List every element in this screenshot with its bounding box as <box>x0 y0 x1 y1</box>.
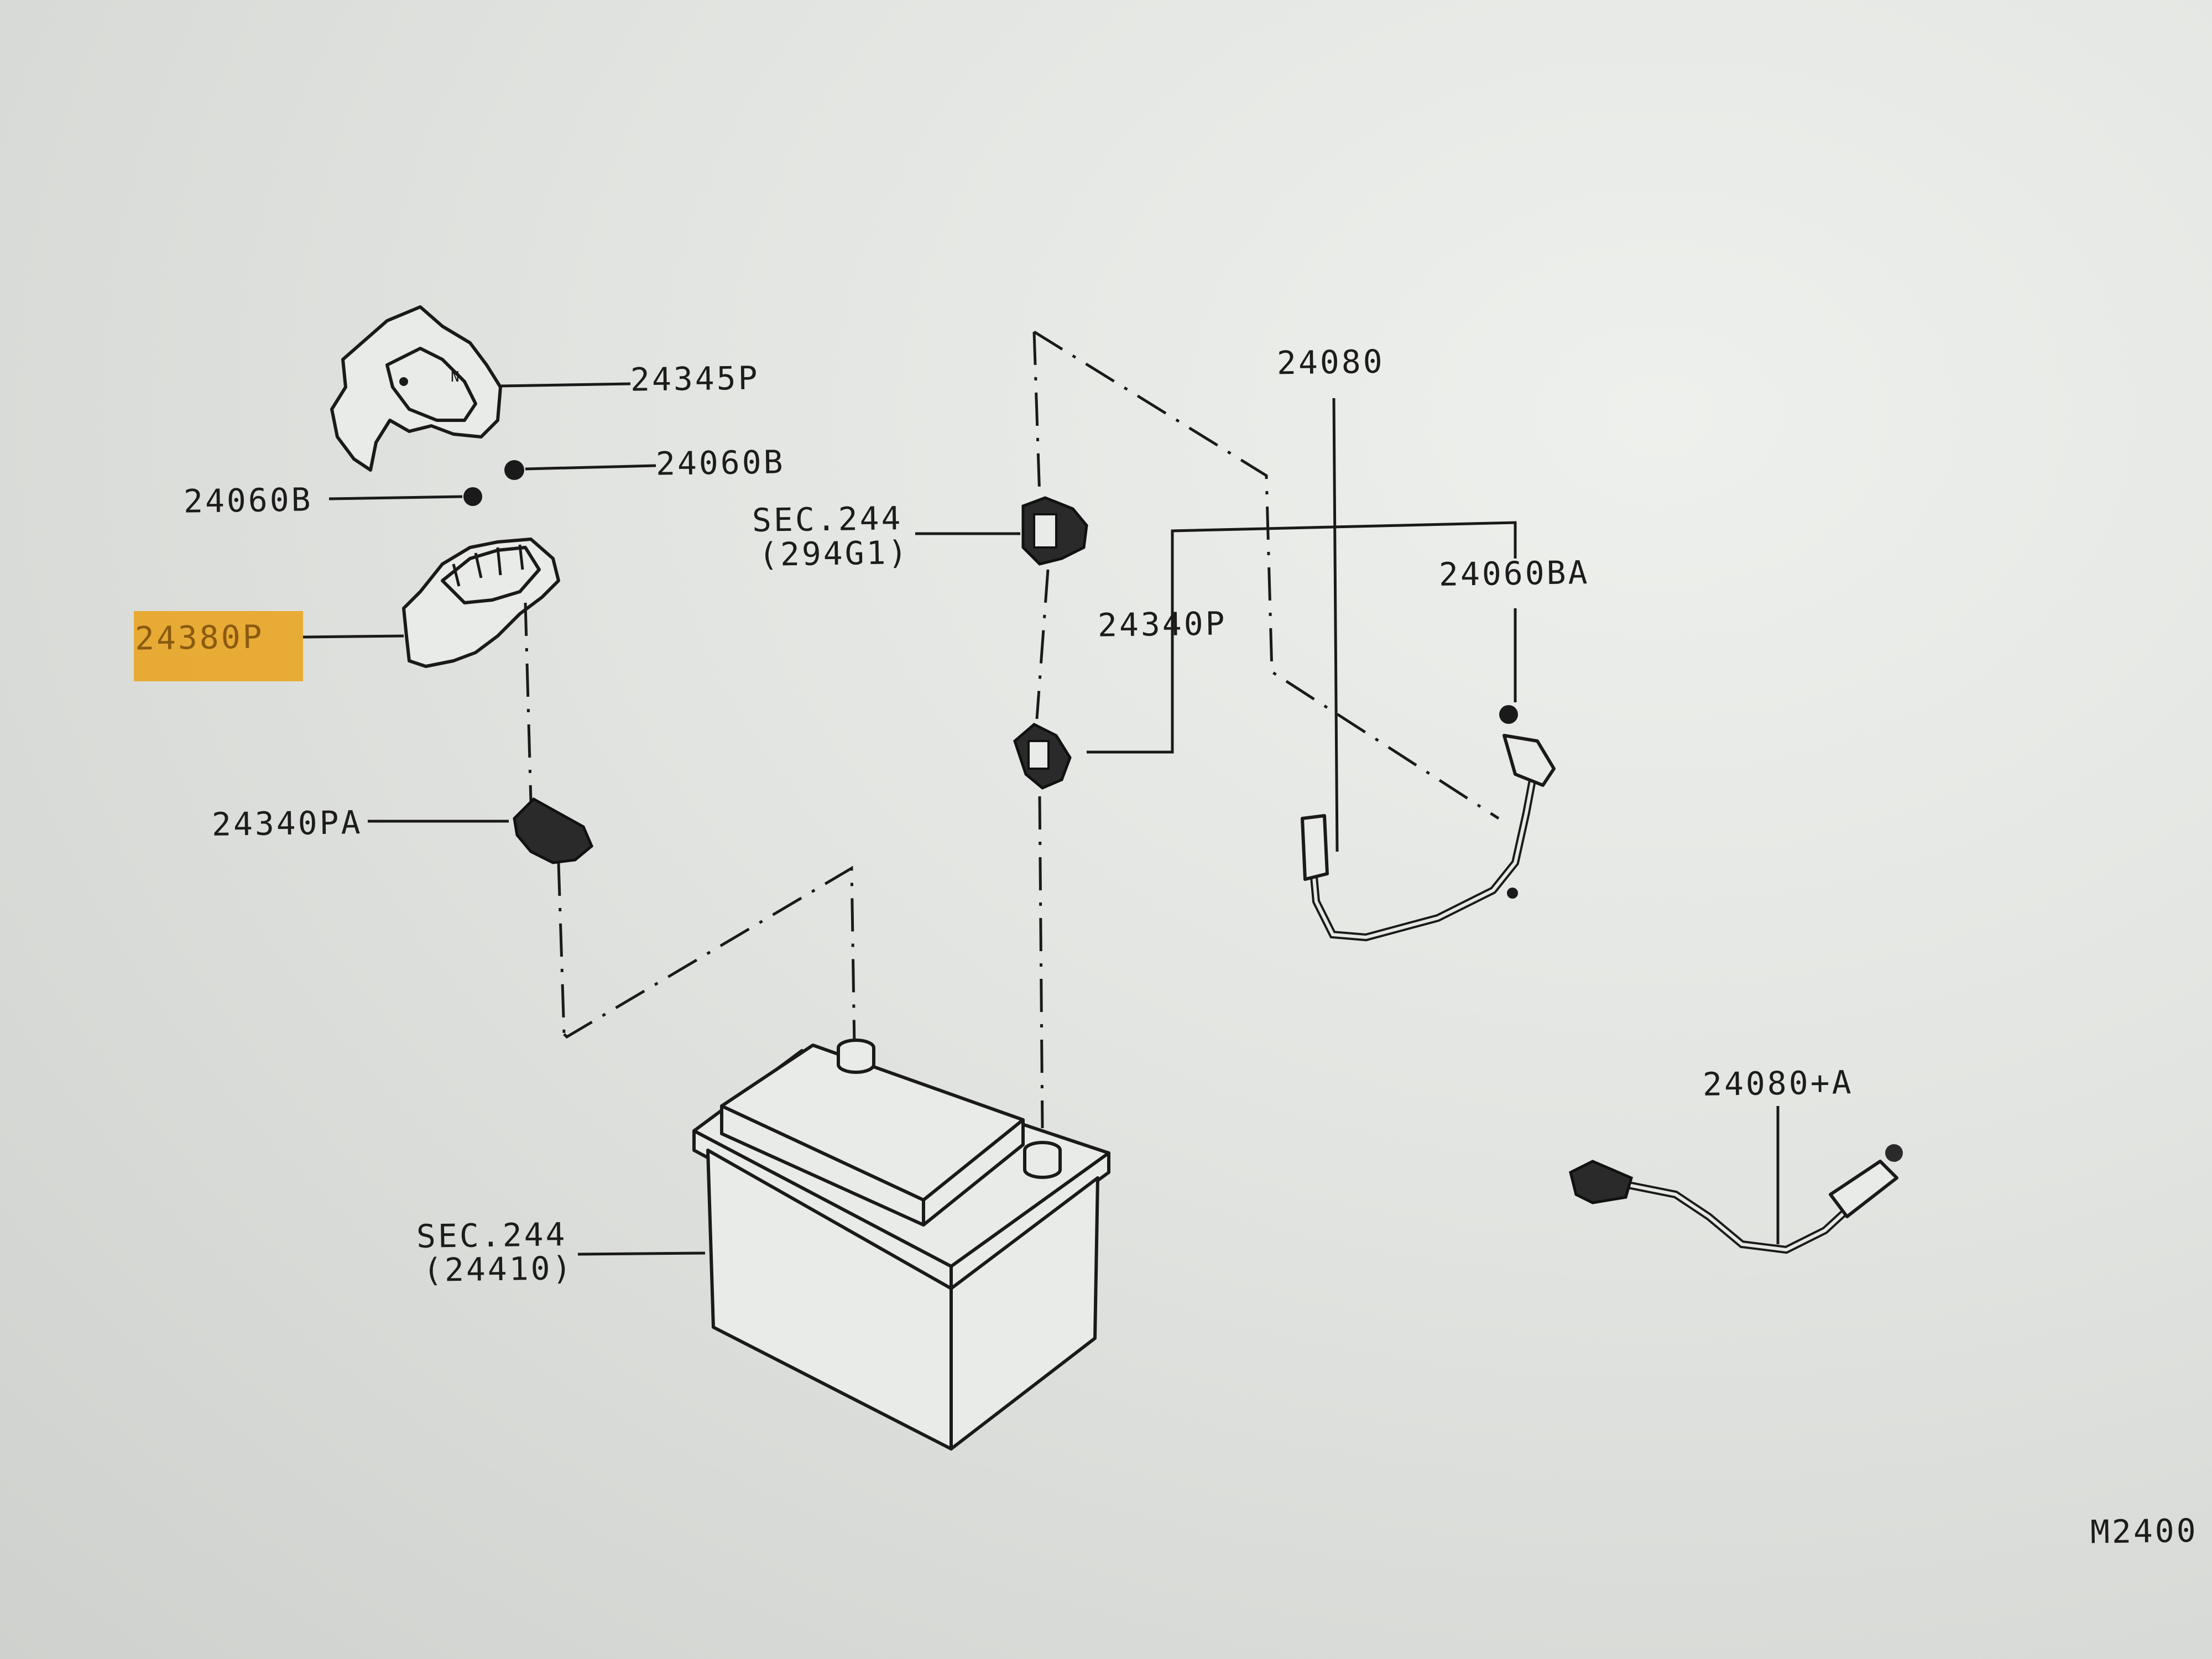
cable-clip-part[interactable] <box>1499 705 1518 724</box>
callout-24340P[interactable]: 24340P <box>1097 604 1227 644</box>
callout-24060BA[interactable]: 24060BA <box>1438 554 1590 593</box>
sub-cable-part[interactable] <box>1569 1144 1903 1254</box>
leader-24060B-left <box>328 495 463 500</box>
terminal-cover-part[interactable] <box>402 538 560 668</box>
main-cable-part[interactable] <box>1301 734 1556 942</box>
highlight-box <box>134 611 303 681</box>
top-cover-part[interactable]: N <box>330 305 502 472</box>
leader-24380P <box>302 634 404 639</box>
leader-24345P <box>500 382 631 388</box>
battery-part[interactable] <box>692 1039 1110 1451</box>
callout-24380P[interactable]: 24380P <box>134 618 264 658</box>
leader-24080 <box>1332 398 1339 852</box>
leader-24060B-right <box>525 464 656 471</box>
positive-terminal-part[interactable] <box>1013 723 1072 790</box>
sensor-part-294G1[interactable] <box>1021 496 1088 566</box>
callout-24060B-left[interactable]: 24060B <box>183 481 313 520</box>
clip-left-part[interactable] <box>463 487 482 506</box>
clip-right-part[interactable] <box>504 460 524 480</box>
callout-sec244-24410[interactable]: (24410) <box>422 1249 574 1289</box>
callout-sec244-battery-line1[interactable]: SEC.244 <box>416 1215 567 1255</box>
callout-24345P[interactable]: 24345P <box>630 359 760 399</box>
negative-terminal-part[interactable] <box>513 797 594 864</box>
callout-24080[interactable]: 24080 <box>1276 342 1385 382</box>
callout-24340PA[interactable]: 24340PA <box>211 804 363 843</box>
figure-code: M2400 <box>2090 1511 2199 1551</box>
callout-24080+A[interactable]: 24080+A <box>1702 1063 1854 1103</box>
leader-sec244-24410 <box>577 1251 706 1256</box>
callout-sec244-294G1[interactable]: (294G1) <box>758 534 910 573</box>
callout-sec244-line1[interactable]: SEC.244 <box>752 499 903 539</box>
callout-24060B-right[interactable]: 24060B <box>655 443 785 483</box>
svg-text:N: N <box>451 369 460 385</box>
leader-24340P <box>1087 521 1517 754</box>
